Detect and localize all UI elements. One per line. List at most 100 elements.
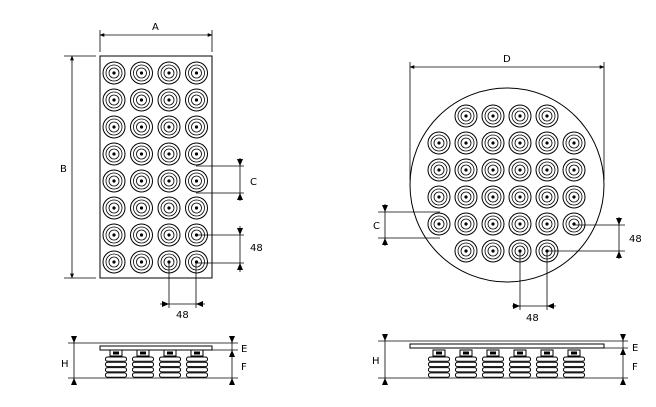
side-view-left: H E F bbox=[61, 336, 247, 385]
rectangular-plate-cups bbox=[102, 61, 208, 274]
suction-cup bbox=[427, 131, 451, 155]
side-left-h-label: H bbox=[61, 359, 69, 370]
side-view-right-cups bbox=[428, 349, 585, 378]
suction-cup bbox=[102, 196, 126, 220]
suction-cup bbox=[185, 196, 208, 220]
suction-cup bbox=[130, 61, 153, 85]
pitch-horizontal-round: 48 bbox=[512, 251, 556, 324]
suction-cup bbox=[157, 223, 181, 247]
suction-cup bbox=[185, 142, 208, 166]
bellows-cup bbox=[563, 349, 585, 378]
suction-cup bbox=[157, 142, 181, 166]
pitch-vertical-rect-label: 48 bbox=[250, 243, 263, 254]
suction-cup bbox=[130, 169, 153, 193]
suction-cup bbox=[535, 185, 559, 209]
round-plate-outline bbox=[409, 87, 605, 283]
suction-cup bbox=[102, 61, 126, 85]
suction-cup bbox=[427, 212, 451, 236]
suction-cup bbox=[535, 158, 559, 182]
suction-cup bbox=[481, 239, 505, 263]
pitch-horizontal-rect-label: 48 bbox=[176, 310, 189, 321]
suction-cup bbox=[562, 212, 586, 236]
suction-cup bbox=[130, 250, 153, 274]
suction-cup bbox=[535, 131, 559, 155]
dimension-c-rect: C bbox=[196, 158, 257, 201]
suction-cup bbox=[130, 88, 153, 112]
suction-cup bbox=[508, 158, 532, 182]
suction-cup bbox=[157, 115, 181, 139]
pitch-horizontal-round-label: 48 bbox=[526, 313, 539, 324]
suction-cup bbox=[157, 88, 181, 112]
suction-cup bbox=[102, 115, 126, 139]
side-left-e-label: E bbox=[241, 344, 247, 355]
bellows-cup bbox=[536, 349, 558, 378]
suction-cup bbox=[562, 131, 586, 155]
dimension-c-round: C bbox=[373, 204, 440, 246]
suction-cup bbox=[508, 185, 532, 209]
pitch-vertical-round: 48 bbox=[547, 217, 642, 259]
suction-cup bbox=[102, 169, 126, 193]
suction-cup bbox=[481, 158, 505, 182]
bellows-cup bbox=[428, 349, 450, 378]
suction-cup bbox=[481, 212, 505, 236]
side-view-left-plate bbox=[99, 345, 213, 351]
pitch-vertical-round-label: 48 bbox=[629, 234, 642, 245]
suction-cup bbox=[508, 131, 532, 155]
suction-cup bbox=[102, 223, 126, 247]
pitch-vertical-rect: 48 bbox=[196, 226, 263, 272]
bellows-cup bbox=[132, 349, 154, 378]
suction-cup bbox=[185, 88, 208, 112]
suction-cup bbox=[185, 115, 208, 139]
side-view-left-cups bbox=[105, 349, 208, 378]
suction-cup bbox=[481, 104, 505, 128]
suction-cup bbox=[481, 185, 505, 209]
suction-cup bbox=[454, 212, 478, 236]
bellows-cup bbox=[159, 349, 181, 378]
dimension-c-round-label: C bbox=[373, 221, 380, 232]
bellows-cup bbox=[105, 349, 127, 378]
suction-cup bbox=[562, 185, 586, 209]
suction-cup bbox=[454, 104, 478, 128]
bellows-cup bbox=[482, 349, 504, 378]
pitch-horizontal-rect: 48 bbox=[160, 262, 205, 321]
suction-cup bbox=[130, 142, 153, 166]
suction-cup bbox=[454, 158, 478, 182]
dimension-b-label: B bbox=[60, 164, 67, 175]
suction-cup bbox=[454, 239, 478, 263]
suction-cup bbox=[157, 61, 181, 85]
suction-cup bbox=[102, 88, 126, 112]
suction-cup bbox=[427, 185, 451, 209]
suction-cup bbox=[130, 115, 153, 139]
dimension-a-label: A bbox=[152, 22, 159, 33]
bellows-cup bbox=[509, 349, 531, 378]
suction-cup bbox=[102, 250, 126, 274]
suction-cup bbox=[157, 196, 181, 220]
side-view-right: H E F bbox=[372, 334, 638, 385]
dimension-a: A bbox=[99, 22, 213, 52]
side-right-e-label: E bbox=[632, 343, 638, 354]
rectangular-plate-outline bbox=[99, 55, 213, 279]
suction-cup bbox=[130, 223, 153, 247]
suction-cup bbox=[562, 158, 586, 182]
dimension-d-label: D bbox=[503, 54, 511, 65]
suction-cup bbox=[535, 212, 559, 236]
bellows-cup bbox=[455, 349, 477, 378]
suction-cup bbox=[427, 158, 451, 182]
side-view-right-plate bbox=[409, 343, 605, 349]
side-left-f-label: F bbox=[241, 362, 247, 373]
suction-cup bbox=[535, 104, 559, 128]
suction-cup bbox=[185, 250, 208, 274]
suction-cup bbox=[508, 104, 532, 128]
suction-cup bbox=[185, 61, 208, 85]
suction-cup bbox=[157, 169, 181, 193]
dimension-c-rect-label: C bbox=[250, 177, 257, 188]
rectangular-plate-view: A B C 48 bbox=[60, 22, 263, 321]
suction-cup bbox=[102, 142, 126, 166]
suction-cup bbox=[481, 131, 505, 155]
side-right-h-label: H bbox=[372, 356, 380, 367]
side-right-f-label: F bbox=[632, 362, 638, 373]
suction-cup bbox=[185, 169, 208, 193]
round-plate-view: D C 48 48 bbox=[373, 54, 642, 324]
dimension-b: B bbox=[60, 55, 96, 279]
